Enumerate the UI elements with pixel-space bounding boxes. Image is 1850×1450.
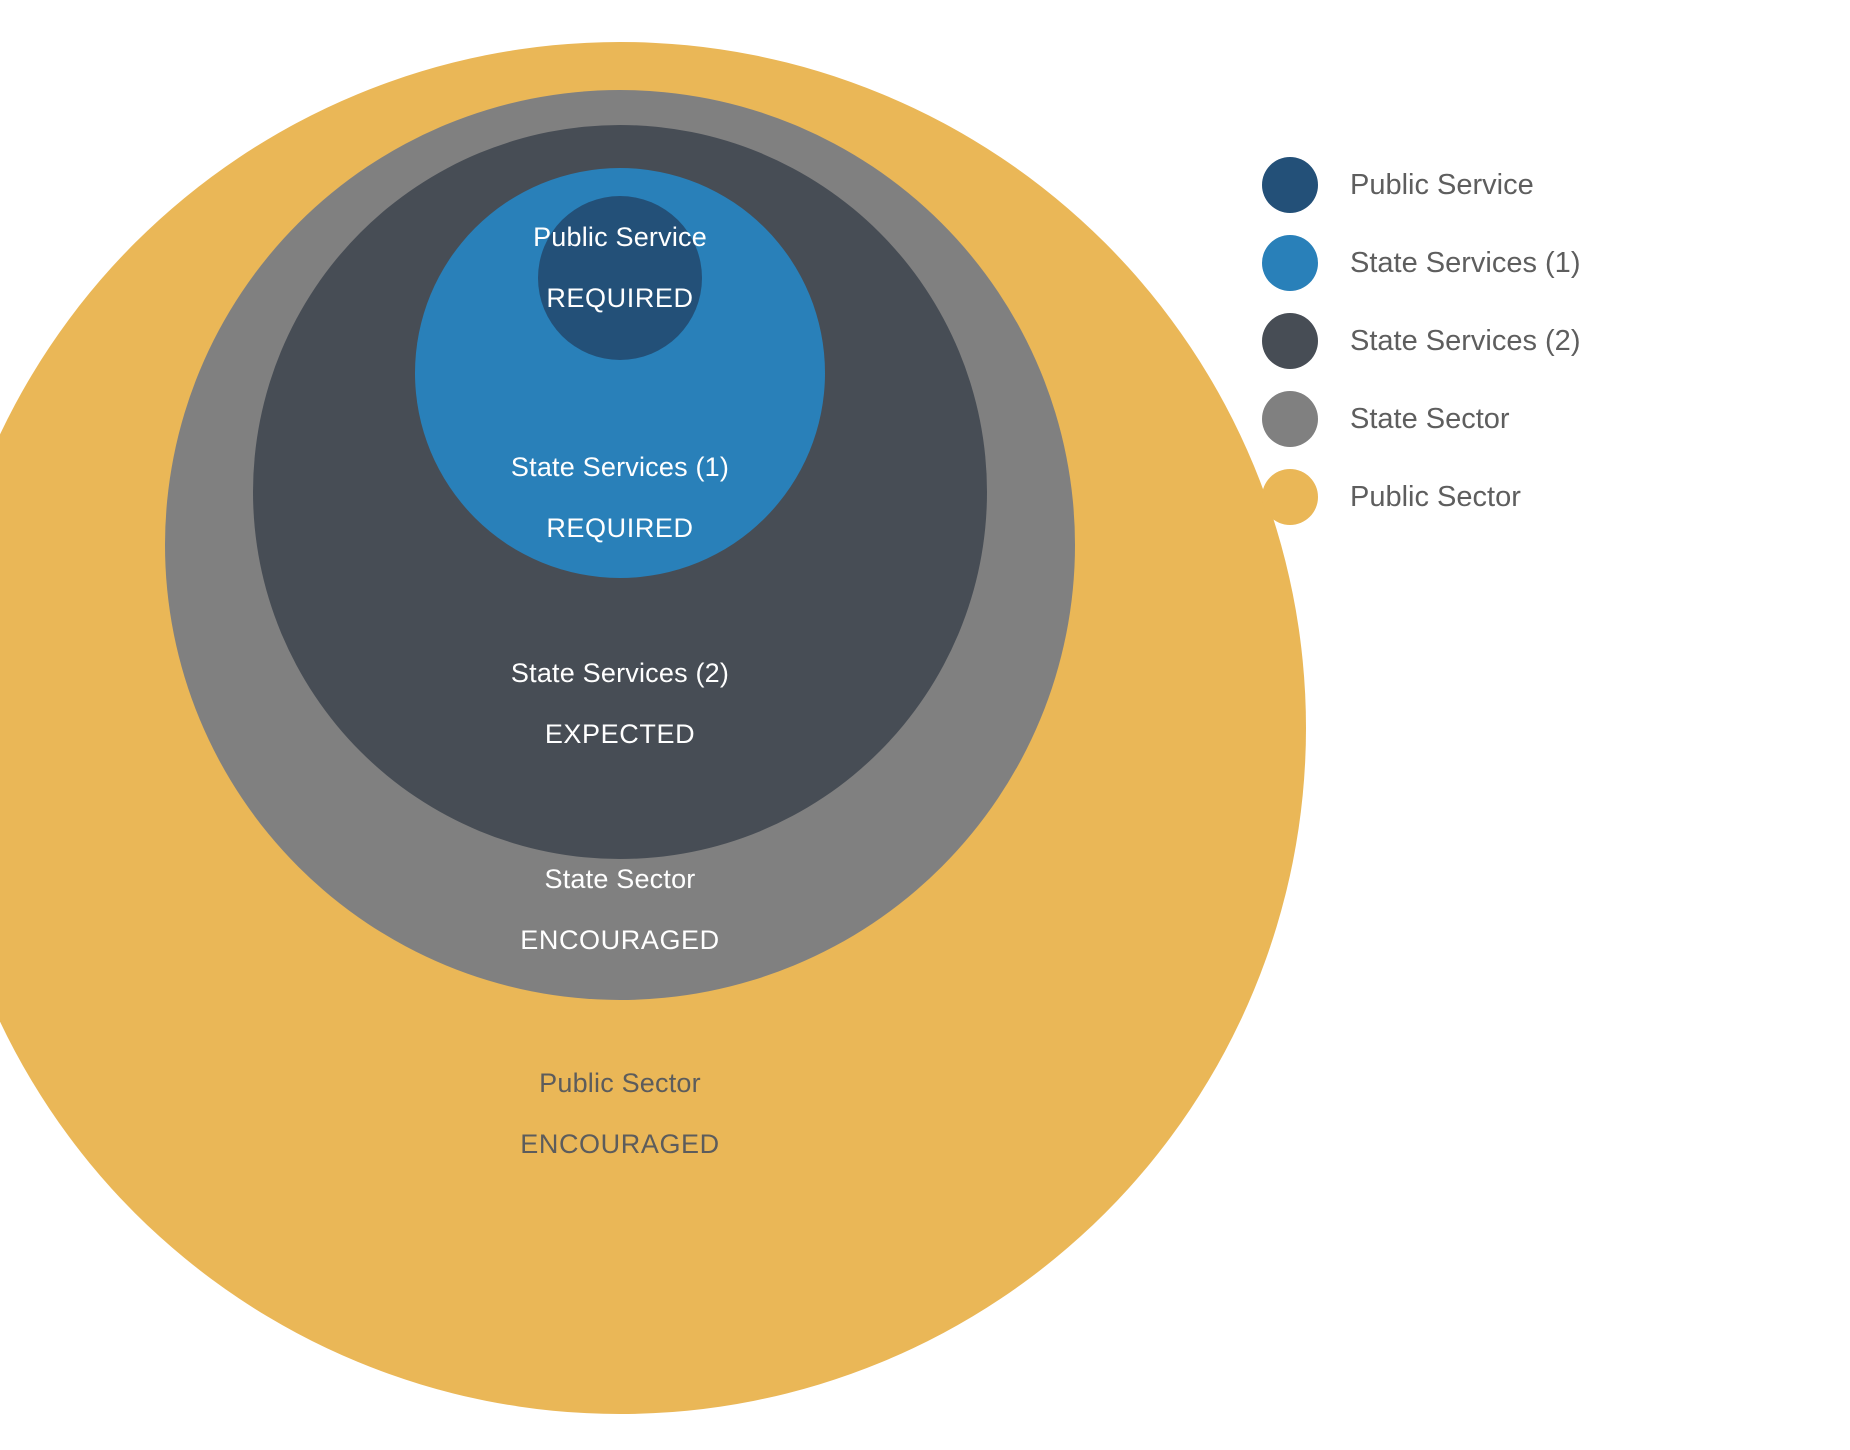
label-public-service: Public Service REQUIRED	[0, 222, 1240, 314]
legend-swatch-state-services-1	[1262, 235, 1318, 291]
legend-swatch-state-services-2	[1262, 313, 1318, 369]
legend-label-public-sector: Public Sector	[1350, 480, 1521, 513]
label-public-sector: Public Sector ENCOURAGED	[0, 1068, 1240, 1160]
ring-public-service[interactable]	[538, 196, 702, 360]
legend-label-state-services-2: State Services (2)	[1350, 324, 1581, 357]
label-state-sector: State Sector ENCOURAGED	[0, 864, 1240, 956]
ring-status-state-services-2: EXPECTED	[544, 719, 696, 749]
label-state-services-2: State Services (2) EXPECTED	[0, 658, 1240, 750]
legend-swatch-public-service	[1262, 157, 1318, 213]
ring-status-public-service: REQUIRED	[546, 283, 694, 313]
ring-title-state-services-1: State Services (1)	[510, 452, 730, 482]
legend-label-public-service: Public Service	[1350, 168, 1534, 201]
legend-item-public-service[interactable]: Public Service	[1262, 146, 1822, 224]
legend-swatch-state-sector	[1262, 391, 1318, 447]
ring-title-public-service: Public Service	[533, 222, 707, 252]
ring-title-state-sector: State Sector	[544, 864, 696, 894]
legend-swatch-public-sector	[1262, 469, 1318, 525]
legend: Public Service State Services (1) State …	[1262, 146, 1822, 536]
legend-label-state-sector: State Sector	[1350, 402, 1510, 435]
legend-item-public-sector[interactable]: Public Sector	[1262, 458, 1822, 536]
ring-status-state-services-1: REQUIRED	[546, 513, 694, 543]
ring-status-state-sector: ENCOURAGED	[520, 925, 720, 955]
ring-title-state-services-2: State Services (2)	[510, 658, 730, 688]
legend-label-state-services-1: State Services (1)	[1350, 246, 1581, 279]
legend-item-state-sector[interactable]: State Sector	[1262, 380, 1822, 458]
legend-item-state-services-2[interactable]: State Services (2)	[1262, 302, 1822, 380]
ring-title-public-sector: Public Sector	[539, 1068, 701, 1098]
label-state-services-1: State Services (1) REQUIRED	[0, 452, 1240, 544]
ring-status-public-sector: ENCOURAGED	[520, 1129, 720, 1159]
legend-item-state-services-1[interactable]: State Services (1)	[1262, 224, 1822, 302]
